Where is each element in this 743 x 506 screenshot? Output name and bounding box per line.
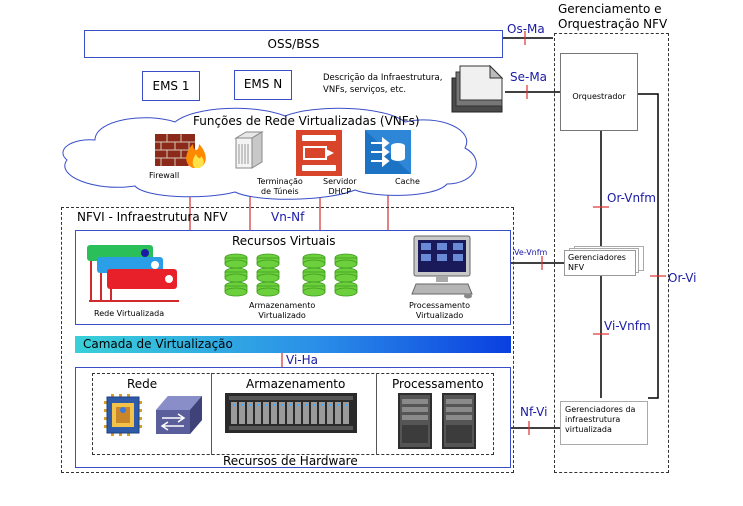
hardware-inner-frame [92, 373, 494, 455]
nfvi-title: NFVI - Infraestrutura NFV [77, 210, 228, 224]
cache-label: Cache [395, 177, 420, 186]
virtual-network-icon [87, 245, 179, 302]
hardware-divider-2 [376, 373, 377, 455]
storage-rack-icon [225, 393, 357, 433]
virtual-compute-icon [411, 235, 473, 299]
vnf-manager-box: Gerenciadores NFV [564, 250, 636, 276]
cache-icon [365, 130, 411, 174]
vn-nf-label: Vn-Nf [271, 210, 305, 224]
virtual-resources-box [75, 230, 511, 325]
description-text: Descrição da Infraestrutura, VNFs, servi… [323, 72, 442, 96]
virtual-storage-line-2: Virtualizado [258, 311, 306, 320]
vim-line-1: Gerenciadores da [565, 405, 636, 414]
tunnel-label-line-2: de Túneis [261, 187, 299, 196]
virtual-storage-icon [224, 253, 358, 297]
virtualization-layer-bar: Camada de Virtualização [75, 336, 511, 353]
se-ma-label: Se-Ma [510, 70, 548, 84]
hardware-network-title: Rede [127, 377, 158, 391]
firewall-label: Firewall [149, 171, 180, 180]
vim-box: Gerenciadores da infraestrutura virtuali… [560, 401, 648, 445]
vim-label: Gerenciadores da infraestrutura virtuali… [565, 405, 635, 435]
tunnel-label-line-1: Terminação [257, 177, 303, 186]
hardware-storage-title: Armazenamento [246, 377, 346, 391]
oss-bss-box: OSS/BSS [84, 30, 503, 58]
vnf-manager-line-1: Gerenciadores [568, 253, 626, 262]
hardware-divider-1 [211, 373, 212, 455]
virtual-resources-title: Recursos Virtuais [232, 234, 336, 248]
tunnel-termination-label: Terminação de Túneis [257, 177, 303, 197]
description-line-2: VNFs, serviços, etc. [323, 85, 407, 95]
dhcp-label-line-1: Servidor [323, 177, 357, 186]
ems-1-box: EMS 1 [142, 71, 200, 101]
hardware-compute-title: Processamento [392, 377, 484, 391]
orchestrator-box: Orquestrador [560, 53, 638, 131]
virtual-compute-line-2: Virtualizado [415, 311, 464, 320]
ve-vnfm-label: Ve-Vnfm [514, 248, 548, 257]
tunnel-termination-icon [234, 131, 264, 169]
ems-n-label: EMS N [243, 77, 283, 91]
dhcp-label-line-2: DHCP [328, 187, 352, 196]
vnf-cloud-title: Funções de Rede Virtualizadas (VNFs) [193, 114, 420, 128]
hardware-resources-title: Recursos de Hardware [223, 454, 358, 468]
orchestrator-label: Orquestrador [572, 92, 626, 101]
description-line-1: Descrição da Infraestrutura, [323, 73, 443, 83]
ems-n-box: EMS N [234, 70, 292, 100]
nfv-mano-title-line-2: Orquestração NFV [558, 17, 668, 31]
vi-ha-label: Vi-Ha [286, 353, 318, 367]
vi-vnfm-label: Vi-Vnfm [604, 319, 651, 333]
firewall-icon [155, 134, 206, 168]
network-switch-icon [156, 396, 202, 434]
dhcp-server-label: Servidor DHCP [323, 177, 357, 197]
or-vnfm-label: Or-Vnfm [607, 191, 656, 205]
virtual-compute-line-1: Processamento [409, 301, 471, 310]
vnf-manager-label: Gerenciadores NFV [568, 253, 626, 273]
or-vi-line [638, 93, 659, 399]
ems-1-label: EMS 1 [152, 79, 190, 93]
or-vi-label: Or-Vi [668, 271, 697, 285]
virtual-network-label: Rede Virtualizada [94, 309, 165, 318]
oss-bss-label: OSS/BSS [267, 37, 320, 51]
nf-vi-label: Nf-Vi [520, 405, 548, 419]
vim-line-3: virtualizada [565, 425, 612, 434]
compute-servers-icon [398, 393, 476, 449]
document-stack-icon [451, 64, 504, 113]
vim-line-2: infraestrutura [565, 415, 621, 424]
os-ma-label: Os-Ma [507, 22, 545, 36]
virtual-storage-line-1: Armazenamento [249, 301, 316, 310]
virtual-storage-label: Armazenamento Virtualizado [249, 301, 315, 321]
nfv-mano-container [554, 33, 669, 473]
virtualization-layer-label: Camada de Virtualização [83, 337, 233, 351]
vnf-manager-line-2: NFV [568, 263, 585, 272]
nfvi-container [61, 207, 514, 473]
virtual-compute-label: Processamento Virtualizado [409, 301, 470, 321]
hardware-resources-box [75, 367, 511, 468]
nfv-mano-title: Gerenciamento e Orquestração NFV [558, 2, 667, 32]
network-chip-icon [104, 394, 142, 436]
nfv-mano-title-line-1: Gerenciamento e [558, 2, 662, 16]
dhcp-server-icon [296, 130, 342, 176]
